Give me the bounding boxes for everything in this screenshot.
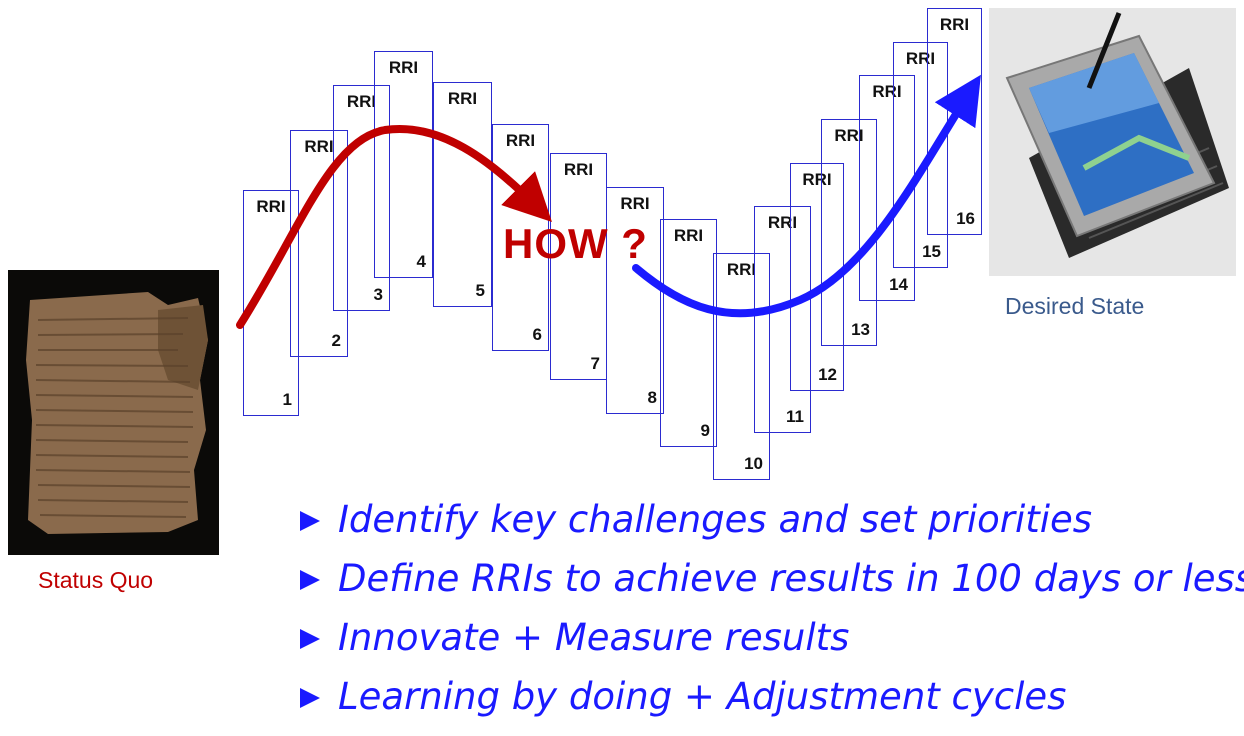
rri-step-12: RRI 12 bbox=[790, 163, 844, 391]
red-arrow bbox=[236, 124, 552, 329]
step-number: 6 bbox=[532, 325, 542, 344]
list-item: Learning by doing + Adjustment cycles bbox=[300, 667, 1244, 726]
rri-label: RRI bbox=[563, 160, 594, 179]
step-number: 15 bbox=[922, 242, 941, 261]
step-number: 13 bbox=[851, 320, 870, 339]
step-number: 1 bbox=[282, 390, 292, 409]
rri-label: RRI bbox=[726, 260, 757, 279]
rri-step-3: RRI 3 bbox=[333, 85, 390, 311]
step-number: 16 bbox=[956, 209, 975, 228]
blue-arrow bbox=[632, 74, 981, 318]
rri-label: RRI bbox=[939, 15, 970, 34]
step-number: 11 bbox=[786, 407, 804, 426]
clay-tablet-image bbox=[8, 270, 219, 555]
step-number: 12 bbox=[818, 365, 837, 384]
rri-step-16: RRI 16 bbox=[927, 8, 982, 235]
rri-label: RRI bbox=[505, 131, 536, 150]
tablet-pc-icon bbox=[989, 8, 1236, 276]
rri-label: RRI bbox=[620, 194, 650, 213]
step-number: 2 bbox=[331, 331, 341, 350]
rri-label: RRI bbox=[388, 58, 419, 77]
rri-label: RRI bbox=[872, 82, 902, 101]
rri-step-11: RRI 11 bbox=[754, 206, 811, 433]
status-quo-caption: Status Quo bbox=[38, 567, 154, 593]
rri-label: RRI bbox=[304, 137, 334, 156]
desired-state-caption: Desired State bbox=[1005, 293, 1145, 319]
rri-label: RRI bbox=[346, 92, 377, 111]
step-number: 14 bbox=[889, 275, 908, 294]
rri-label: RRI bbox=[767, 213, 798, 232]
tablet-pc-image bbox=[989, 8, 1236, 276]
step-number: 8 bbox=[647, 388, 657, 407]
triangle-bullet-icon bbox=[300, 570, 320, 590]
list-item-text: Learning by doing + Adjustment cycles bbox=[338, 675, 1067, 718]
rri-step-1: RRI 1 bbox=[243, 190, 299, 416]
clay-tablet-icon bbox=[8, 270, 219, 555]
step-number: 4 bbox=[416, 252, 426, 271]
rri-step-10: RRI 10 bbox=[713, 253, 770, 480]
triangle-bullet-icon bbox=[300, 511, 320, 531]
list-item-text: Define RRIs to achieve results in 100 da… bbox=[338, 557, 1244, 600]
rri-step-5: RRI 5 bbox=[433, 82, 492, 307]
rri-step-4: RRI 4 bbox=[374, 51, 433, 278]
list-item: Define RRIs to achieve results in 100 da… bbox=[300, 549, 1244, 608]
step-number: 10 bbox=[744, 454, 763, 473]
how-question-label: HOW ? bbox=[503, 220, 648, 267]
triangle-bullet-icon bbox=[300, 688, 320, 708]
step-number: 5 bbox=[475, 281, 485, 300]
action-list: Identify key challenges and set prioriti… bbox=[300, 490, 1244, 726]
step-number: 7 bbox=[590, 354, 600, 373]
rri-step-8: RRI 8 bbox=[606, 187, 664, 414]
rri-step-6: RRI 6 bbox=[492, 124, 549, 351]
list-item: Innovate + Measure results bbox=[300, 608, 1244, 667]
rri-label: RRI bbox=[447, 89, 478, 108]
list-item-text: Innovate + Measure results bbox=[338, 616, 850, 659]
step-number: 9 bbox=[700, 421, 710, 440]
triangle-bullet-icon bbox=[300, 629, 320, 649]
list-item: Identify key challenges and set prioriti… bbox=[300, 490, 1244, 549]
rri-label: RRI bbox=[802, 170, 832, 189]
rri-label: RRI bbox=[834, 126, 864, 145]
step-number: 3 bbox=[373, 285, 383, 304]
rri-label: RRI bbox=[256, 197, 286, 216]
rri-step-9: RRI 9 bbox=[660, 219, 717, 447]
list-item-text: Identify key challenges and set prioriti… bbox=[338, 498, 1093, 541]
rri-label: RRI bbox=[673, 226, 704, 245]
